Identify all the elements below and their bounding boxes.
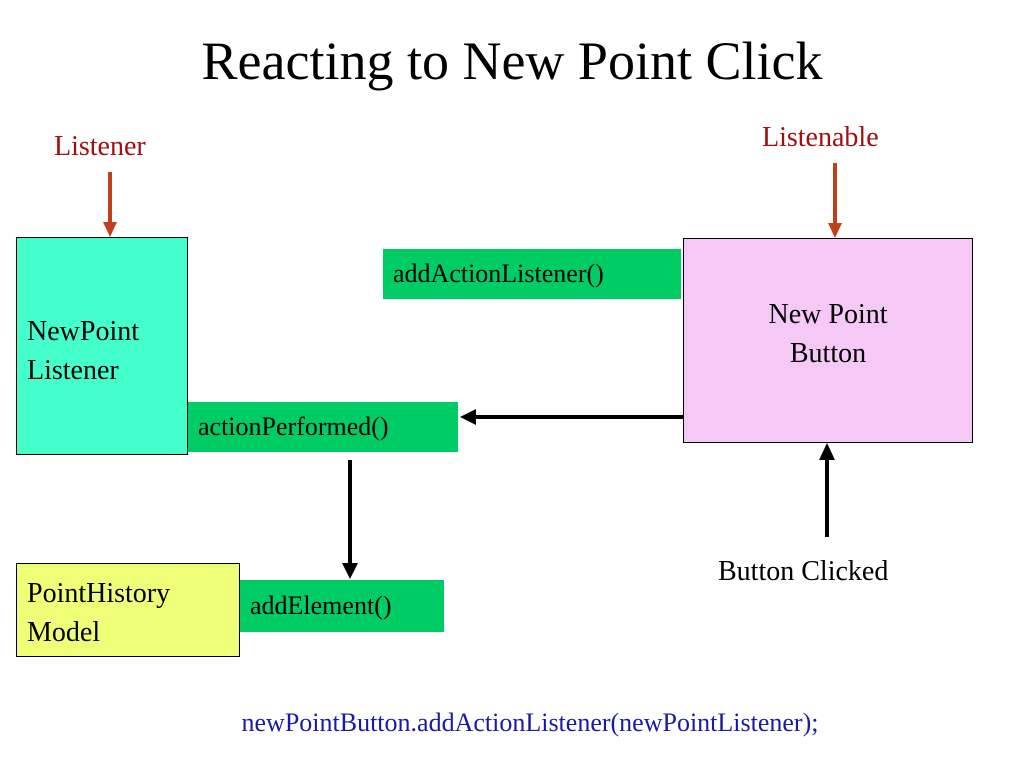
new-point-button-box: New Point Button <box>683 238 973 443</box>
code-statement: newPointButton.addActionListener(newPoin… <box>241 708 819 737</box>
new-point-button-line1: New Point <box>768 299 888 330</box>
point-history-model-line2: Model <box>27 617 101 649</box>
performed-to-model-arrowhead <box>342 563 358 579</box>
new-point-button-line2: Button <box>789 338 867 370</box>
listener-role-arrowhead <box>103 222 117 237</box>
listenable-role-arrowhead <box>828 223 842 238</box>
listenable-role-label: Listenable <box>762 122 879 153</box>
point-history-model-line1: PointHistory <box>27 578 171 609</box>
newpoint-listener-line1: NewPoint <box>27 316 139 347</box>
action-performed-method: actionPerformed() <box>188 402 458 452</box>
listener-role-label: Listener <box>54 131 146 162</box>
point-history-model-box: PointHistory Model <box>16 563 240 657</box>
button-to-listener-arrowhead <box>460 409 476 425</box>
button-clicked-arrowhead <box>819 443 835 460</box>
newpoint-listener-box: NewPoint Listener <box>16 237 188 455</box>
add-action-listener-method: addActionListener() <box>383 249 681 299</box>
slide-title: Reacting to New Point Click <box>201 31 823 91</box>
add-element-method: addElement() <box>240 580 444 632</box>
button-clicked-label: Button Clicked <box>718 556 889 587</box>
newpoint-listener-line2: Listener <box>27 355 119 387</box>
